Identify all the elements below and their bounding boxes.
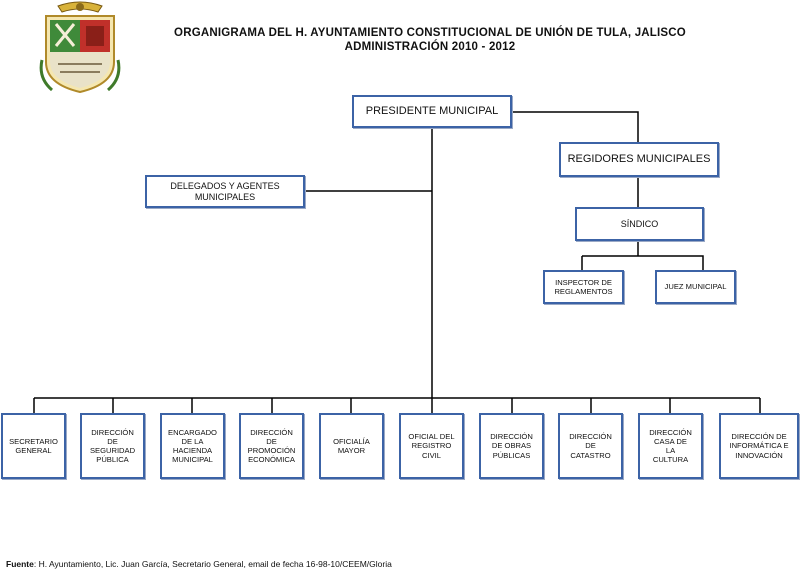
node-sindico-label: SÍNDICO (620, 218, 659, 229)
node-sindico: SÍNDICO (575, 207, 704, 241)
dept-label: DIRECCIÓN DE CATASTRO (569, 432, 612, 460)
node-regidores-municipales: REGIDORES MUNICIPALES (559, 142, 719, 177)
dept-label: DIRECCIÓN CASA DE LA CULTURA (649, 427, 692, 465)
source-note: Fuente: H. Ayuntamiento, Lic. Juan Garcí… (6, 559, 392, 569)
dept-promocion-economica: DIRECCIÓN DE PROMOCIÓN ECONÓMICA (239, 413, 304, 479)
node-delegados-agentes: DELEGADOS Y AGENTES MUNICIPALES (145, 175, 305, 208)
dept-label: OFICIAL DEL REGISTRO CIVIL (408, 432, 455, 460)
dept-label: DIRECCIÓN DE PROMOCIÓN ECONÓMICA (247, 427, 296, 465)
dept-label: DIRECCIÓN DE OBRAS PÚBLICAS (490, 432, 533, 460)
dept-catastro: DIRECCIÓN DE CATASTRO (558, 413, 623, 479)
dept-label: SECRETARIO GENERAL (9, 436, 58, 455)
chart-subtitle: ADMINISTRACIÓN 2010 - 2012 (344, 41, 516, 53)
dept-registro-civil: OFICIAL DEL REGISTRO CIVIL (399, 413, 464, 479)
chart-title: ORGANIGRAMA DEL H. AYUNTAMIENTO CONSTITU… (174, 27, 686, 39)
connector-regidores (511, 111, 639, 143)
node-presidente-municipal: PRESIDENTE MUNICIPAL (352, 95, 512, 128)
connector-juez (582, 255, 704, 271)
dept-oficialia-mayor: OFICIALÍA MAYOR (319, 413, 384, 479)
dept-label: OFICIALÍA MAYOR (333, 436, 370, 455)
dept-informatica-innovacion: DIRECCIÓN DE INFORMÁTICA E INNOVACIÓN (719, 413, 799, 479)
node-delegados-label: DELEGADOS Y AGENTES MUNICIPALES (170, 180, 280, 202)
dept-label: ENCARGADO DE LA HACIENDA MUNICIPAL (168, 427, 217, 465)
source-text: : H. Ayuntamiento, Lic. Juan García, Sec… (33, 559, 392, 569)
source-label: Fuente (6, 559, 34, 569)
node-juez-municipal: JUEZ MUNICIPAL (655, 270, 736, 304)
dept-label: DIRECCIÓN DE SEGURIDAD PÚBLICA (89, 427, 136, 465)
dept-obras-publicas: DIRECCIÓN DE OBRAS PÚBLICAS (479, 413, 544, 479)
node-presidente-label: PRESIDENTE MUNICIPAL (365, 104, 499, 117)
dept-secretario-general: SECRETARIO GENERAL (1, 413, 66, 479)
node-inspector-label: INSPECTOR DE REGLAMENTOS (554, 277, 613, 296)
dept-seguridad-publica: DIRECCIÓN DE SEGURIDAD PÚBLICA (80, 413, 145, 479)
node-juez-label: JUEZ MUNICIPAL (664, 282, 727, 292)
node-regidores-label: REGIDORES MUNICIPALES (567, 152, 711, 165)
dept-label: DIRECCIÓN DE INFORMÁTICA E INNOVACIÓN (729, 432, 789, 460)
coat-of-arms-logo (39, 1, 121, 94)
node-inspector-reglamentos: INSPECTOR DE REGLAMENTOS (543, 270, 624, 304)
dept-hacienda-municipal: ENCARGADO DE LA HACIENDA MUNICIPAL (160, 413, 225, 479)
dept-casa-cultura: DIRECCIÓN CASA DE LA CULTURA (638, 413, 703, 479)
